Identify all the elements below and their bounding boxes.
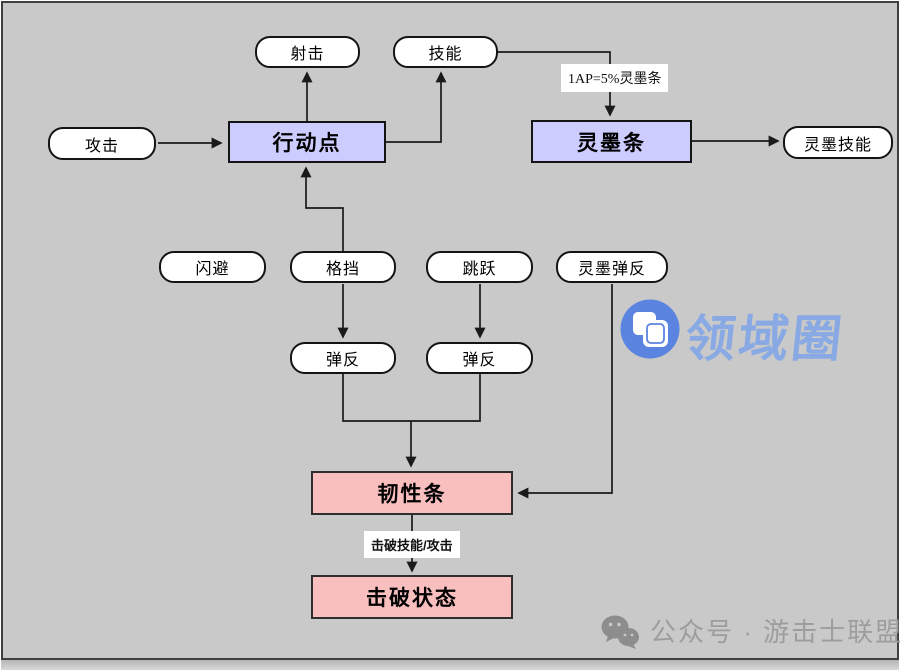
edge-label-ap-to-ink: 1AP=5%灵墨条 (561, 64, 669, 92)
node-action-point: 行动点 (228, 121, 386, 163)
watermark-brand-text: 领域圈 (682, 311, 848, 367)
node-block: 格挡 (290, 251, 396, 283)
node-jump: 跳跃 (426, 251, 533, 283)
node-shoot: 射击 (255, 36, 360, 68)
watermark: 领域圈 (620, 299, 848, 367)
node-break-state: 击破状态 (311, 575, 513, 619)
node-ink-bar: 灵墨条 (531, 120, 692, 163)
node-ink-parry: 灵墨弹反 (556, 251, 668, 283)
arrow-ink-parry-to-toughness (517, 284, 613, 499)
footer-account-text: 公众号 · 游击士联盟 (650, 617, 900, 647)
node-attack: 攻击 (48, 127, 156, 160)
node-parry-right: 弹反 (426, 342, 533, 374)
arrow-action-point-to-skill (386, 71, 447, 143)
footer: 公众号 · 游击士联盟 (600, 612, 900, 649)
node-parry-left: 弹反 (290, 342, 396, 374)
wechat-icon (601, 615, 639, 649)
arrow-block-to-action-point (300, 166, 344, 251)
bottom-shadow-strip (1, 660, 899, 670)
node-ink-skill: 灵墨技能 (783, 126, 893, 159)
node-dodge: 闪避 (159, 251, 266, 283)
edge-label-break-trigger: 击破技能/攻击 (364, 531, 460, 558)
arrow-skill-to-ink-bar (498, 51, 616, 117)
node-toughness-bar: 韧性条 (311, 471, 513, 515)
connector-parry-merge (342, 374, 481, 422)
watermark-logo-icon (620, 299, 680, 359)
node-skill: 技能 (393, 36, 498, 68)
